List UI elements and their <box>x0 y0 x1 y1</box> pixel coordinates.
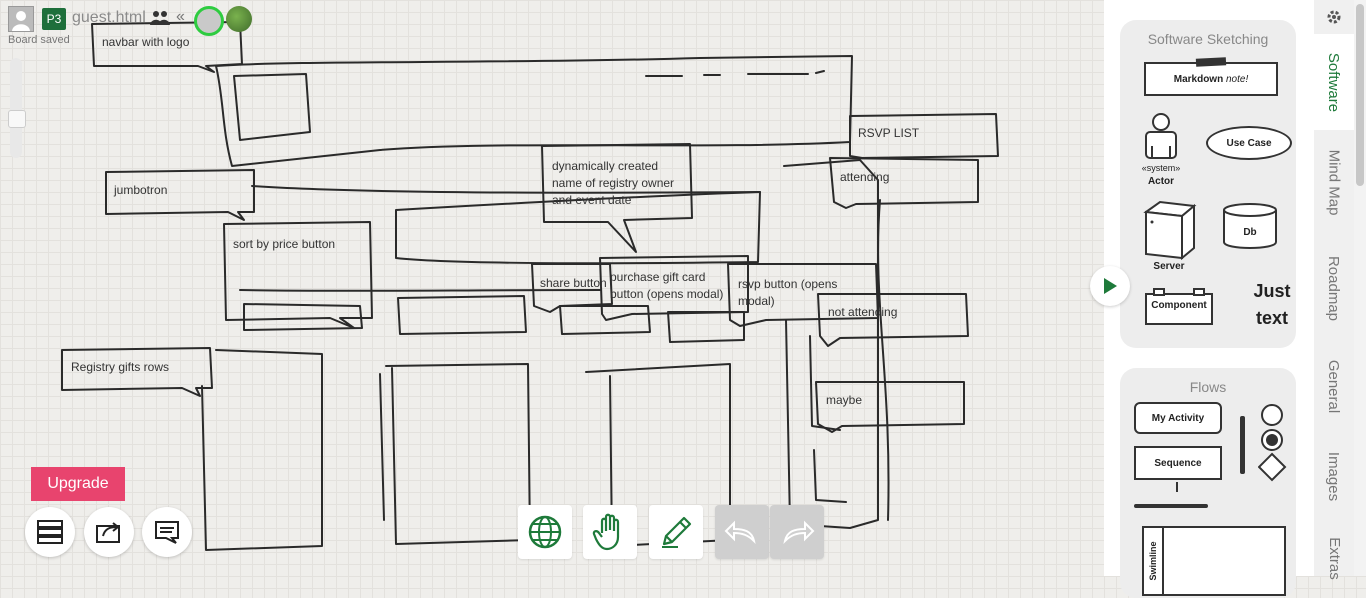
share-icon <box>96 522 120 543</box>
note-not-attending[interactable]: not attending <box>828 305 898 319</box>
collapse-icon[interactable]: « <box>176 8 185 25</box>
panel-scrollbar-thumb[interactable] <box>1356 4 1364 186</box>
software-sketching-title: Software Sketching <box>1147 31 1269 47</box>
note-jumbotron[interactable]: jumbotron <box>114 183 168 197</box>
layers-icon <box>37 520 63 544</box>
tab-general[interactable]: General <box>1325 359 1343 413</box>
flows-card: Flows My Activity Sequence Swimline <box>1120 368 1296 598</box>
pencil-icon <box>662 516 692 548</box>
note-registry-gifts-rows[interactable]: Registry gifts rows <box>71 360 170 374</box>
component-icon <box>1145 288 1213 325</box>
activity-shape[interactable]: My Activity <box>1134 402 1222 434</box>
board-title[interactable]: guest.html <box>72 9 146 26</box>
gear-icon <box>1327 10 1341 24</box>
db-shape[interactable] <box>1222 202 1278 255</box>
panel-scrollbar[interactable] <box>1354 0 1366 576</box>
pencil-tool-button[interactable] <box>649 505 703 559</box>
undo-button[interactable] <box>715 505 769 559</box>
note-dynamic-registry-owner[interactable]: dynamically created name of registry own… <box>552 159 675 207</box>
tape-icon <box>1195 57 1227 67</box>
settings-button[interactable] <box>1314 0 1354 34</box>
note-sort-by-price[interactable]: sort by price button <box>233 237 336 251</box>
users-icon[interactable] <box>150 10 170 31</box>
collaborator-avatar[interactable] <box>226 6 252 32</box>
hand-tool-button[interactable] <box>583 505 637 559</box>
note-rsvp-button[interactable]: rsvp button (opens modal) <box>738 277 838 308</box>
swimline-shape[interactable]: Swimline <box>1142 526 1286 596</box>
actor-stereotype: «system» <box>1141 163 1181 173</box>
component-shape[interactable] <box>1144 288 1214 331</box>
swimline-header <box>1144 528 1164 594</box>
actor-shape[interactable] <box>1142 112 1180 165</box>
person-icon <box>12 11 30 31</box>
zoom-slider-thumb[interactable] <box>8 110 26 128</box>
layers-button[interactable] <box>25 507 75 557</box>
tab-roadmap[interactable]: Roadmap <box>1325 255 1343 321</box>
tab-extras[interactable]: Extras <box>1325 536 1343 580</box>
user-avatar[interactable] <box>8 6 34 32</box>
start-end-decision-icon <box>1257 404 1287 482</box>
join-bar[interactable] <box>1134 504 1208 508</box>
flows-title: Flows <box>1189 379 1227 395</box>
note-maybe[interactable]: maybe <box>826 393 863 407</box>
server-icon <box>1143 200 1197 261</box>
server-shape[interactable] <box>1142 198 1198 267</box>
server-label: Server <box>1153 261 1185 272</box>
tab-mind-map[interactable]: Mind Map <box>1325 149 1343 215</box>
shapes-panel: Software Sketching Markdown note! «syste… <box>1104 0 1314 598</box>
note-rsvp-list[interactable]: RSVP LIST <box>858 126 920 140</box>
actor-label: Actor <box>1147 176 1175 187</box>
board-badge[interactable]: P3 <box>42 8 66 30</box>
markdown-label: Markdown <box>1173 73 1224 85</box>
flow-nodes[interactable] <box>1257 404 1288 489</box>
collapse-panel-button[interactable] <box>1090 266 1130 306</box>
redo-icon <box>783 520 815 545</box>
use-case-shape[interactable]: Use Case <box>1206 126 1292 160</box>
fork-bar[interactable] <box>1240 416 1245 474</box>
note-purchase-gift-card[interactable]: purchase gift card button (opens modal) <box>610 270 724 301</box>
note-navbar[interactable]: navbar with logo <box>102 35 190 49</box>
tab-images[interactable]: Images <box>1325 451 1343 501</box>
chat-button[interactable] <box>142 507 192 557</box>
undo-icon <box>724 520 756 545</box>
database-icon <box>1223 203 1277 249</box>
just-text-shape[interactable]: Just text <box>1253 281 1291 328</box>
sequence-lifeline <box>1176 482 1178 492</box>
component-label: Component <box>1151 300 1207 311</box>
whiteboard-canvas[interactable]: navbar with logo jumbotron dynamically c… <box>0 0 1104 576</box>
redo-button[interactable] <box>770 505 824 559</box>
online-user-avatar[interactable] <box>194 6 224 36</box>
note-share-button[interactable]: share button <box>540 276 607 290</box>
save-status: Board saved <box>8 34 70 46</box>
globe-icon <box>528 515 562 549</box>
tab-software[interactable]: Software <box>1314 34 1354 130</box>
sequence-shape[interactable]: Sequence <box>1134 446 1222 480</box>
hand-icon <box>592 513 620 551</box>
share-export-button[interactable] <box>84 507 134 557</box>
globe-tool-button[interactable] <box>518 505 572 559</box>
swimline-label: Swimline <box>1148 541 1158 581</box>
db-label: Db <box>1243 227 1257 238</box>
play-icon <box>1104 278 1117 294</box>
markdown-note-shape[interactable]: Markdown note! <box>1144 62 1278 96</box>
chat-icon <box>155 521 179 544</box>
markdown-note-label: note! <box>1225 73 1249 85</box>
upgrade-button[interactable]: Upgrade <box>31 467 125 501</box>
actor-icon <box>1145 113 1177 159</box>
software-sketching-card: Software Sketching Markdown note! «syste… <box>1120 20 1296 348</box>
zoom-slider[interactable] <box>10 58 22 158</box>
note-attending[interactable]: attending <box>840 170 890 184</box>
